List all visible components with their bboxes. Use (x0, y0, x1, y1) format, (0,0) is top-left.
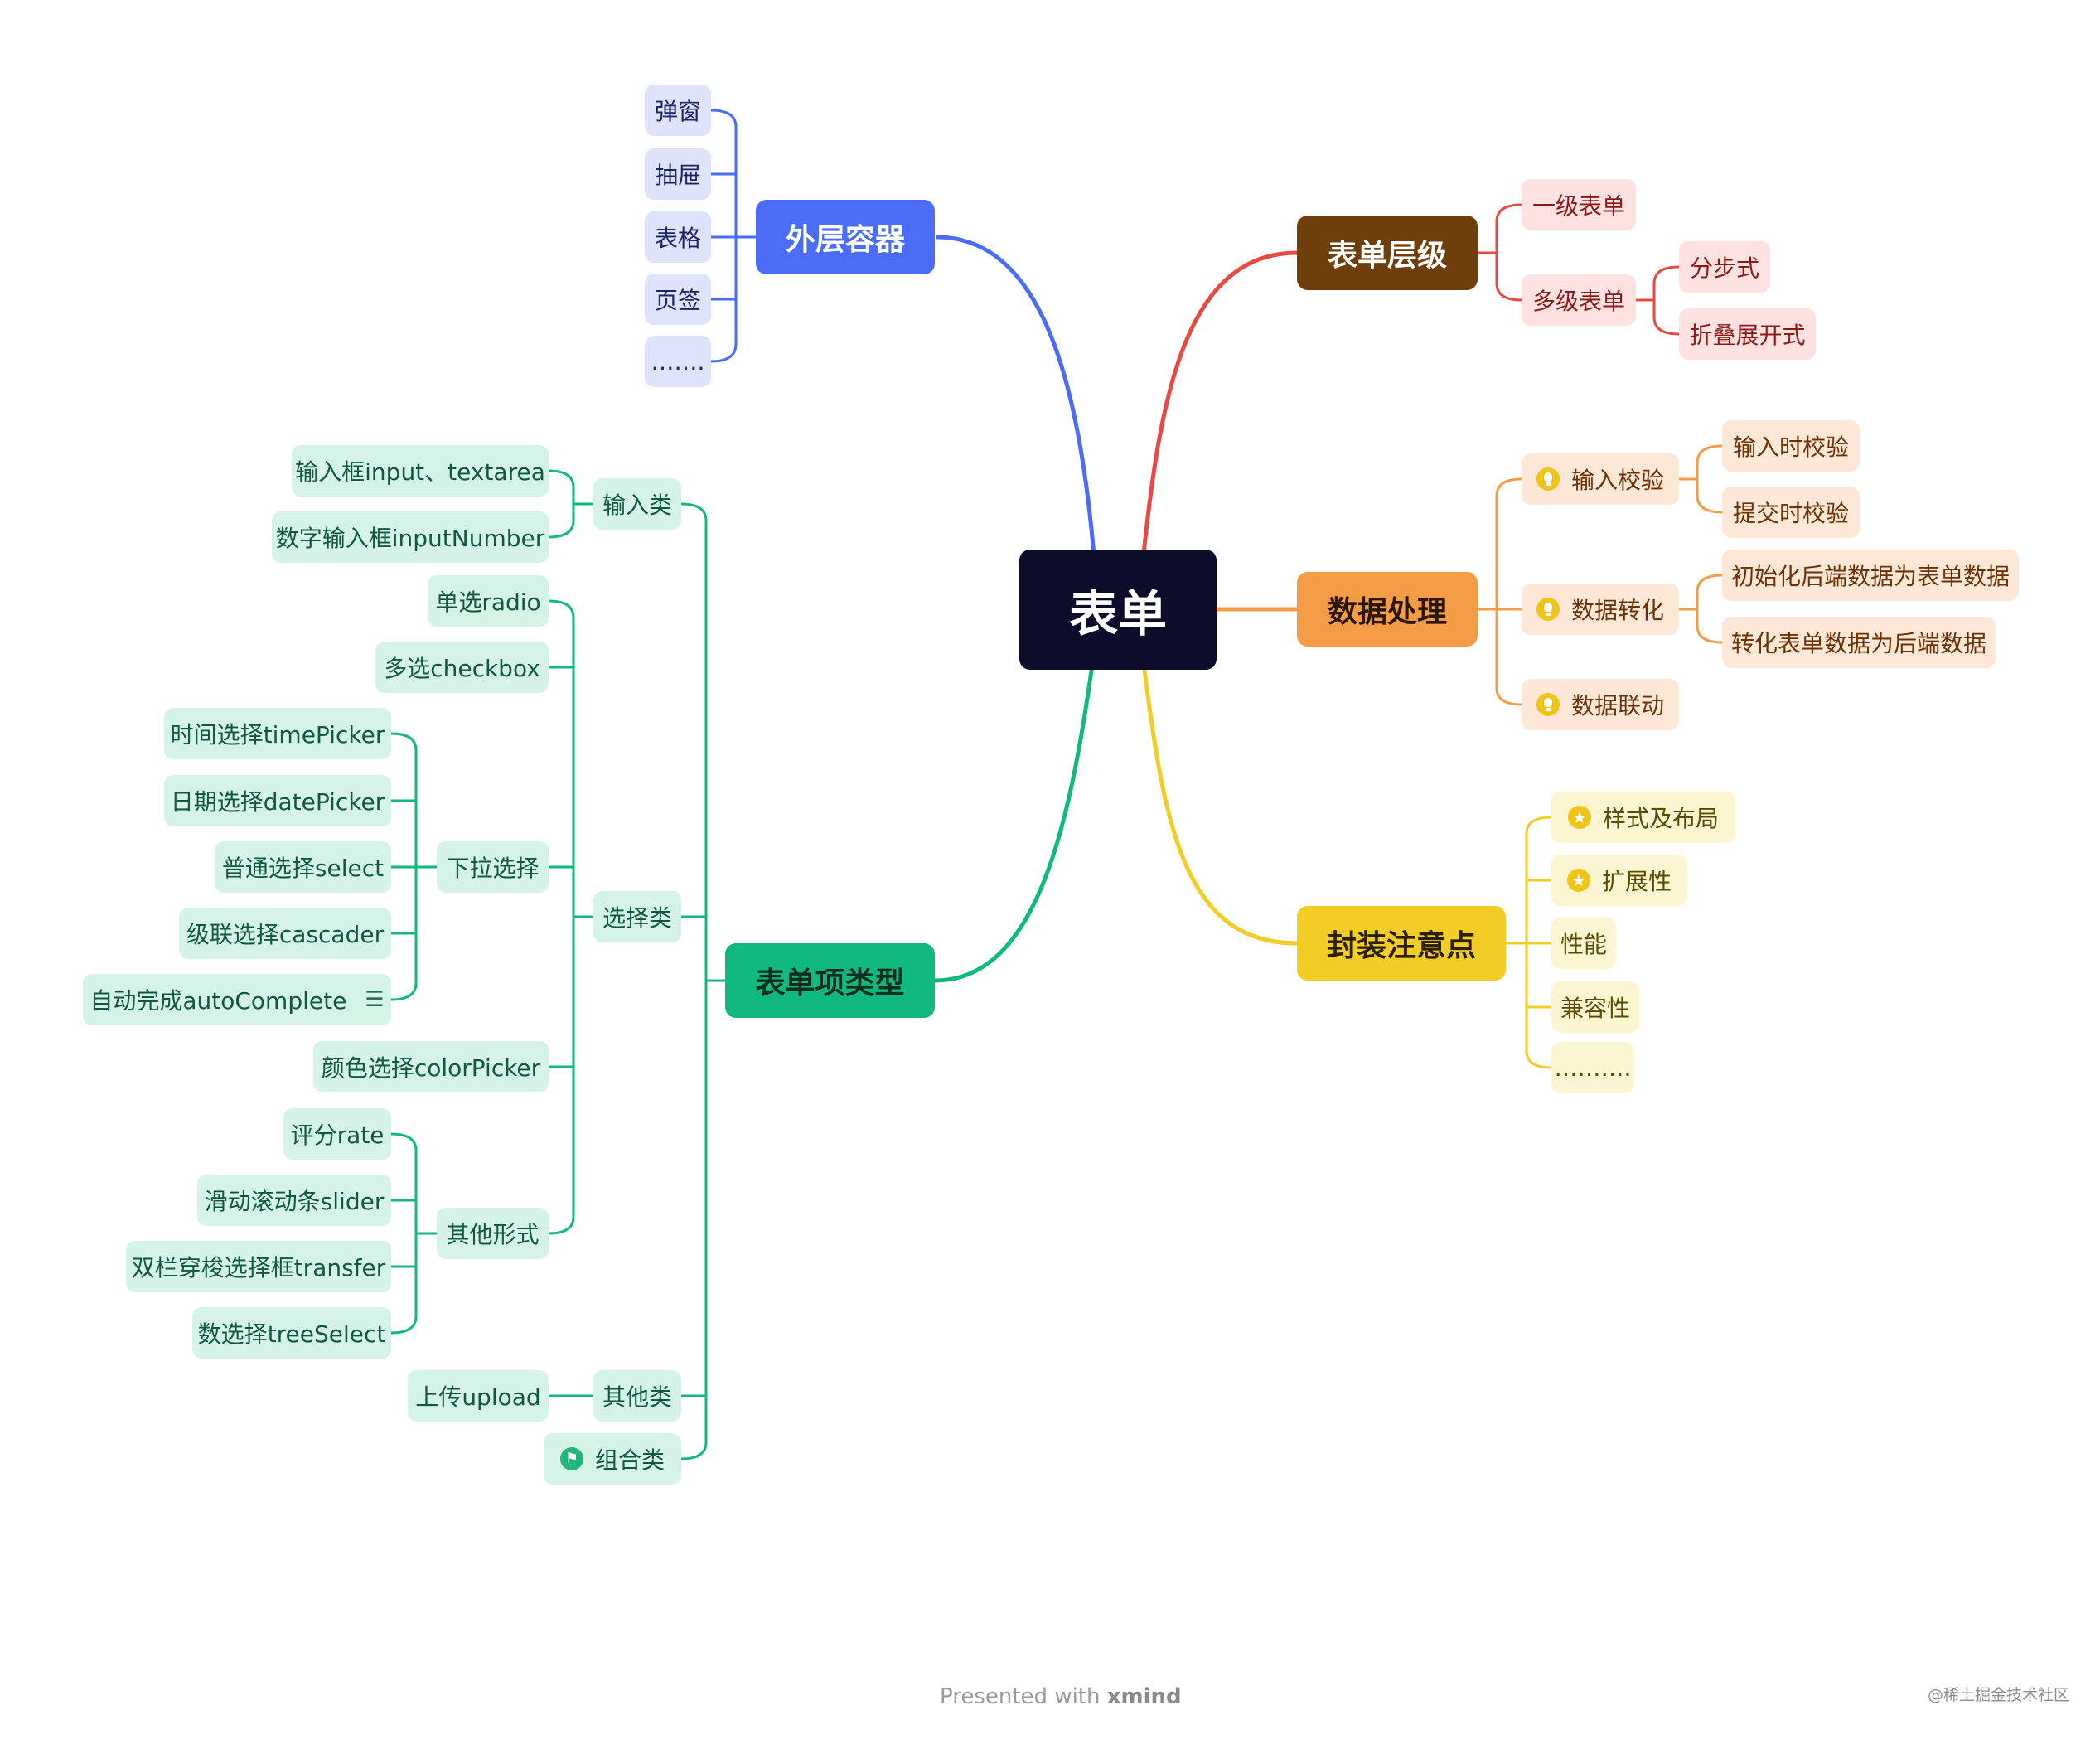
types-combo-label: 组合类 (594, 1446, 665, 1474)
branch-data-processing[interactable]: 数据处理 (1297, 572, 1478, 647)
dropdown-autocomplete[interactable]: 自动完成autoComplete ☰ (83, 974, 391, 1025)
bulb-icon (1536, 598, 1560, 621)
link-root-outer (936, 235, 1096, 556)
branch-outer-container[interactable]: 外层容器 (756, 200, 935, 274)
xmind-brand: xmind (1106, 1684, 1182, 1709)
select-other-forms[interactable]: 其他形式 (437, 1208, 549, 1259)
data-convert[interactable]: 数据转化 (1522, 584, 1679, 635)
other-forms-tree-select[interactable]: 数选择treeSelect (192, 1307, 391, 1359)
data-validate-label: 输入校验 (1570, 467, 1664, 494)
other-upload[interactable]: 上传upload (408, 1370, 549, 1422)
data-validate-on-input[interactable]: 输入时校验 (1722, 420, 1860, 472)
types-select[interactable]: 选择类 (593, 891, 681, 942)
level-multi-form[interactable]: 多级表单 (1522, 274, 1636, 326)
notes-extensibility[interactable]: ★ 扩展性 (1551, 855, 1687, 906)
dropdown-time-picker[interactable]: 时间选择timePicker (164, 708, 391, 759)
notes-more[interactable]: ………. (1551, 1042, 1634, 1093)
branch-form-item-types[interactable]: 表单项类型 (725, 943, 935, 1018)
notes-performance[interactable]: 性能 (1551, 918, 1616, 969)
link-root-notes (1141, 662, 1298, 946)
level-step-form[interactable]: 分步式 (1679, 241, 1770, 293)
outer-child-tabs[interactable]: 页签 (645, 274, 711, 325)
branch-form-level[interactable]: 表单层级 (1297, 216, 1478, 290)
flag-icon: ⚑ (559, 1447, 583, 1470)
select-color-picker[interactable]: 颜色选择colorPicker (313, 1041, 549, 1092)
notes-style-layout[interactable]: ★ 样式及布局 (1551, 792, 1735, 843)
outer-child-table[interactable]: 表格 (645, 211, 711, 263)
notes-compatibility[interactable]: 兼容性 (1551, 981, 1639, 1033)
bulb-icon (1536, 693, 1560, 716)
other-forms-transfer[interactable]: 双栏穿梭选择框transfer (126, 1241, 391, 1292)
other-forms-rate[interactable]: 评分rate (283, 1108, 391, 1160)
notes-style-layout-label: 样式及布局 (1602, 805, 1719, 832)
select-radio[interactable]: 单选radio (428, 575, 549, 627)
other-forms-slider[interactable]: 滑动滚动条slider (197, 1175, 391, 1226)
data-convert-label: 数据转化 (1570, 597, 1664, 624)
dropdown-cascader[interactable]: 级联选择cascader (179, 908, 391, 959)
data-validate-on-submit[interactable]: 提交时校验 (1722, 487, 1860, 538)
input-text[interactable]: 输入框input、textarea (292, 445, 549, 497)
input-number[interactable]: 数字输入框inputNumber (272, 511, 549, 563)
link-root-level (1141, 250, 1298, 555)
root-node[interactable]: 表单 (1019, 550, 1217, 670)
dropdown-date-picker[interactable]: 日期选择datePicker (164, 775, 391, 826)
credit-watermark: @稀土掘金技术社区 (1928, 1686, 2070, 1704)
level-single-form[interactable]: 一级表单 (1522, 179, 1636, 230)
types-combo[interactable]: ⚑ 组合类 (544, 1433, 681, 1485)
notes-extensibility-label: 扩展性 (1601, 868, 1672, 895)
types-input[interactable]: 输入类 (593, 478, 681, 530)
presented-with-footer: Presented with xmind (940, 1684, 1182, 1709)
link-root-types (934, 664, 1095, 983)
select-checkbox[interactable]: 多选checkbox (375, 642, 549, 693)
star-icon: ★ (1567, 806, 1591, 829)
dropdown-select[interactable]: 普通选择select (215, 841, 391, 893)
types-other[interactable]: 其他类 (593, 1370, 681, 1422)
presented-text: Presented with (940, 1684, 1101, 1709)
bulb-icon (1536, 467, 1560, 491)
level-collapse-form[interactable]: 折叠展开式 (1679, 308, 1816, 360)
star-icon: ★ (1566, 869, 1590, 892)
data-link-label: 数据联动 (1570, 692, 1664, 719)
branch-encapsulation-notes[interactable]: 封装注意点 (1297, 906, 1506, 981)
data-convert-init[interactable]: 初始化后端数据为表单数据 (1722, 550, 2019, 601)
outer-child-popup[interactable]: 弹窗 (645, 85, 711, 136)
outer-child-drawer[interactable]: 抽屉 (645, 148, 711, 200)
dropdown-autocomplete-label: 自动完成autoComplete (90, 987, 347, 1015)
data-validate[interactable]: 输入校验 (1522, 453, 1679, 505)
note-icon[interactable]: ☰ (365, 987, 385, 1012)
data-link[interactable]: 数据联动 (1522, 679, 1679, 730)
data-convert-submit[interactable]: 转化表单数据为后端数据 (1722, 617, 1996, 668)
outer-child-more[interactable]: ……. (645, 336, 711, 387)
select-dropdown[interactable]: 下拉选择 (437, 841, 549, 893)
